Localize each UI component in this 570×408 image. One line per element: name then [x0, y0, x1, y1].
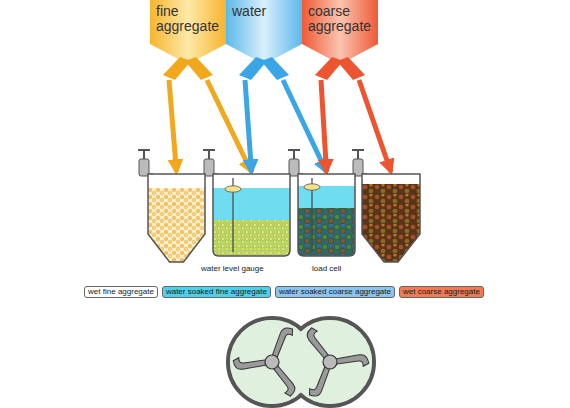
illustration-part — [148, 188, 205, 276]
illustration-part — [150, 0, 226, 60]
feed-arrow — [321, 80, 327, 172]
illustration-part — [352, 150, 367, 176]
gauge-label: water level gauge — [200, 264, 265, 274]
feed-arrow — [207, 80, 252, 172]
tank-outline — [148, 174, 205, 262]
illustration-part — [185, 57, 213, 80]
coarse-aggregate-hopper: coarse aggregate — [302, 0, 378, 80]
material-label: water soaked coarse aggregate — [275, 286, 395, 298]
wet-coarse-aggregate-bin: wet coarse aggregate — [362, 174, 420, 262]
tank-outline — [362, 174, 420, 262]
illustration-part — [298, 174, 355, 290]
illustration-part — [225, 186, 241, 192]
tank-outline — [298, 174, 355, 256]
feed-arrow — [359, 80, 391, 172]
illustration-part — [288, 150, 303, 176]
illustration-part — [362, 174, 420, 262]
material-label: wet coarse aggregate — [399, 286, 484, 298]
illustration-part — [362, 184, 420, 272]
twin-shaft-mixer — [228, 318, 374, 406]
soaked-fine-aggregate-tank: water soaked fine aggregate — [213, 174, 290, 256]
illustration-part — [148, 174, 205, 276]
illustration-part — [323, 355, 337, 369]
illustration-part — [302, 0, 378, 60]
wet-fine-aggregate-bin: wet fine aggregate — [148, 174, 205, 262]
illustration-part — [261, 57, 289, 80]
hopper-label: fine aggregate — [156, 4, 222, 34]
illustration-part — [304, 184, 320, 190]
illustration-part — [148, 174, 205, 262]
load-cell-label: load cell — [311, 264, 342, 274]
water-hopper: water — [226, 0, 302, 80]
illustration-part — [265, 355, 279, 369]
illustration-part — [138, 150, 153, 176]
illustration-part — [203, 150, 218, 176]
tank-outline — [213, 174, 290, 256]
hopper-label: water — [232, 4, 266, 19]
illustration-part — [288, 320, 372, 404]
feed-arrow — [283, 80, 327, 172]
material-label: wet fine aggregate — [84, 286, 158, 298]
hopper-label: coarse aggregate — [308, 4, 374, 34]
material-label: water soaked fine aggregate — [162, 286, 271, 298]
feed-arrow — [245, 80, 252, 172]
feed-arrow — [169, 80, 177, 172]
illustration-part — [226, 0, 302, 60]
illustration-part — [298, 208, 355, 290]
illustration-part — [213, 174, 290, 302]
illustration-part — [213, 174, 290, 256]
soaked-coarse-aggregate-tank: water soaked coarse aggregate — [298, 174, 355, 256]
illustration-part — [362, 174, 420, 272]
fine-aggregate-hopper: fine aggregate — [150, 0, 226, 80]
illustration-part — [298, 174, 355, 256]
illustration-part — [337, 57, 365, 80]
